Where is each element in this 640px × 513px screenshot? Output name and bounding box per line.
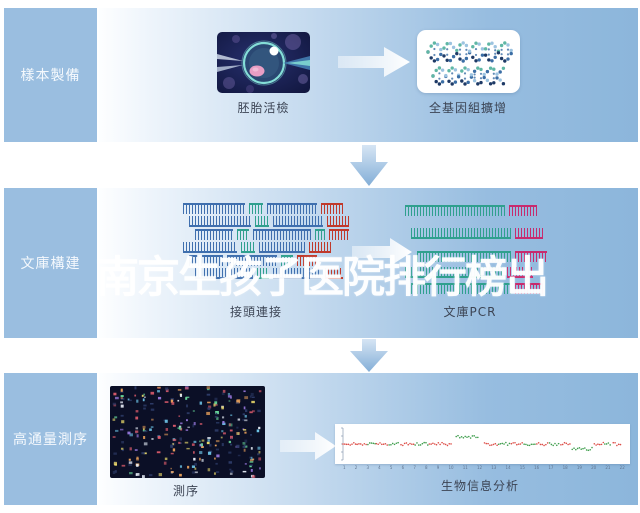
dna-fragment-segment <box>189 216 251 227</box>
dna-fragment-segment <box>329 229 349 240</box>
cnv-x-tick-label: 12 <box>477 465 483 470</box>
dna-fragment-segment <box>241 242 255 253</box>
cnv-x-tick-label: 2 <box>354 465 358 470</box>
cnv-x-tick-label: 1 <box>343 465 346 470</box>
cnv-x-tick-label: 17 <box>548 465 554 470</box>
cnv-x-tick-label: 19 <box>576 465 582 470</box>
cnv-x-tick-label: 21 <box>605 465 611 470</box>
cnv-x-tick-label: 15 <box>519 465 525 470</box>
dna-fragment-segment <box>405 267 503 278</box>
dna-fragment-segment <box>515 251 547 262</box>
cnv-scatter-illustration <box>341 427 622 461</box>
dna-fragment-segment <box>281 255 293 266</box>
caption-adapter-ligation: 接頭連接 <box>229 305 282 319</box>
dna-fragment-segment <box>515 228 543 239</box>
stage-box-sequencing: 高通量測序 <box>4 373 97 505</box>
dna-fragment-segment <box>255 216 269 227</box>
dna-helix-illustration <box>426 41 513 86</box>
embryo-biopsy-illustration <box>217 32 310 93</box>
cnv-x-tick-label: 14 <box>505 465 511 470</box>
dna-fragment-segment <box>189 255 223 266</box>
dna-fragment-segment <box>309 242 331 253</box>
down-arrow-icon <box>350 145 388 186</box>
cnv-plot <box>335 424 630 464</box>
stage-label-sequencing: 高通量測序 <box>13 432 88 448</box>
caption-sequencing: 測序 <box>172 484 199 498</box>
sample-prep-panel <box>99 8 638 142</box>
cnv-x-tick-label: 22 <box>619 465 625 470</box>
cnv-x-tick-label: 20 <box>591 465 597 470</box>
cnv-x-tick-label: 16 <box>534 465 540 470</box>
dna-fragment-segment <box>183 242 237 253</box>
stage-box-library: 文庫構建 <box>4 188 97 338</box>
cnv-x-tick-label: 8 <box>425 465 428 470</box>
dna-fragment-segment <box>417 251 511 262</box>
dna-fragment-segment <box>273 216 323 227</box>
sequencing-flowcell-image <box>110 386 265 478</box>
wga-dna-image <box>417 30 520 93</box>
dna-fragment-segment <box>259 242 305 253</box>
dna-fragment-segment <box>509 205 537 216</box>
row-sample-preparation: 樣本製備 <box>4 8 638 142</box>
dna-fragment-segment <box>507 267 533 278</box>
dna-fragment-segment <box>267 203 317 214</box>
down-arrow-icon <box>350 339 388 372</box>
dna-fragment-segment <box>237 229 249 240</box>
right-arrow-icon <box>338 47 410 77</box>
dna-fragment-segment <box>183 203 245 214</box>
cnv-x-tick-label: 3 <box>366 465 369 470</box>
dna-fragment-segment <box>249 203 263 214</box>
cnv-x-tick-label: 13 <box>491 465 497 470</box>
cnv-x-tick-label: 9 <box>436 465 440 470</box>
sequencing-dots-illustration <box>110 386 265 478</box>
caption-embryo-biopsy: 胚胎活檢 <box>237 101 290 115</box>
embryo-biopsy-image <box>217 32 310 93</box>
cnv-x-tick-label: 6 <box>401 465 405 470</box>
caption-wga: 全基因組擴增 <box>428 101 507 115</box>
cnv-x-tick-label: 7 <box>413 465 416 470</box>
dna-fragment-segment <box>327 216 349 227</box>
dna-fragment-segment <box>325 268 343 279</box>
dna-fragment-segment <box>297 255 317 266</box>
dna-fragment-segment <box>273 268 321 279</box>
cnv-x-tick-label: 4 <box>378 465 381 470</box>
dna-fragment-segment <box>227 255 277 266</box>
dna-fragment-segment <box>321 203 343 214</box>
dna-fragment-segment <box>315 229 325 240</box>
cnv-x-tick-label: 11 <box>462 465 468 470</box>
dna-fragment-segment <box>195 268 253 279</box>
dna-fragment-segment <box>253 229 311 240</box>
stage-box-sample-prep: 樣本製備 <box>4 8 97 142</box>
right-arrow-icon <box>280 432 336 460</box>
dna-fragment-segment <box>195 229 233 240</box>
watermark-text: 南京生孩子医院排行榜出 <box>96 253 549 303</box>
cnv-x-tick-label: 10 <box>448 465 454 470</box>
stage-label-library: 文庫構建 <box>20 256 81 272</box>
cnv-x-tick-label: 18 <box>562 465 568 470</box>
dna-fragment-segment <box>515 283 543 294</box>
caption-bioinformatics: 生物信息分析 <box>440 479 519 493</box>
dna-fragment-segment <box>257 268 269 279</box>
cnv-x-tick-label: 5 <box>389 465 393 470</box>
dna-fragment-segment <box>405 205 505 216</box>
dna-fragment-segment <box>411 228 511 239</box>
stage-label-sample-prep: 樣本製備 <box>20 68 81 84</box>
right-arrow-icon <box>352 238 412 266</box>
dna-fragment-segment <box>411 283 511 294</box>
caption-library-pcr: 文庫PCR <box>443 305 497 319</box>
